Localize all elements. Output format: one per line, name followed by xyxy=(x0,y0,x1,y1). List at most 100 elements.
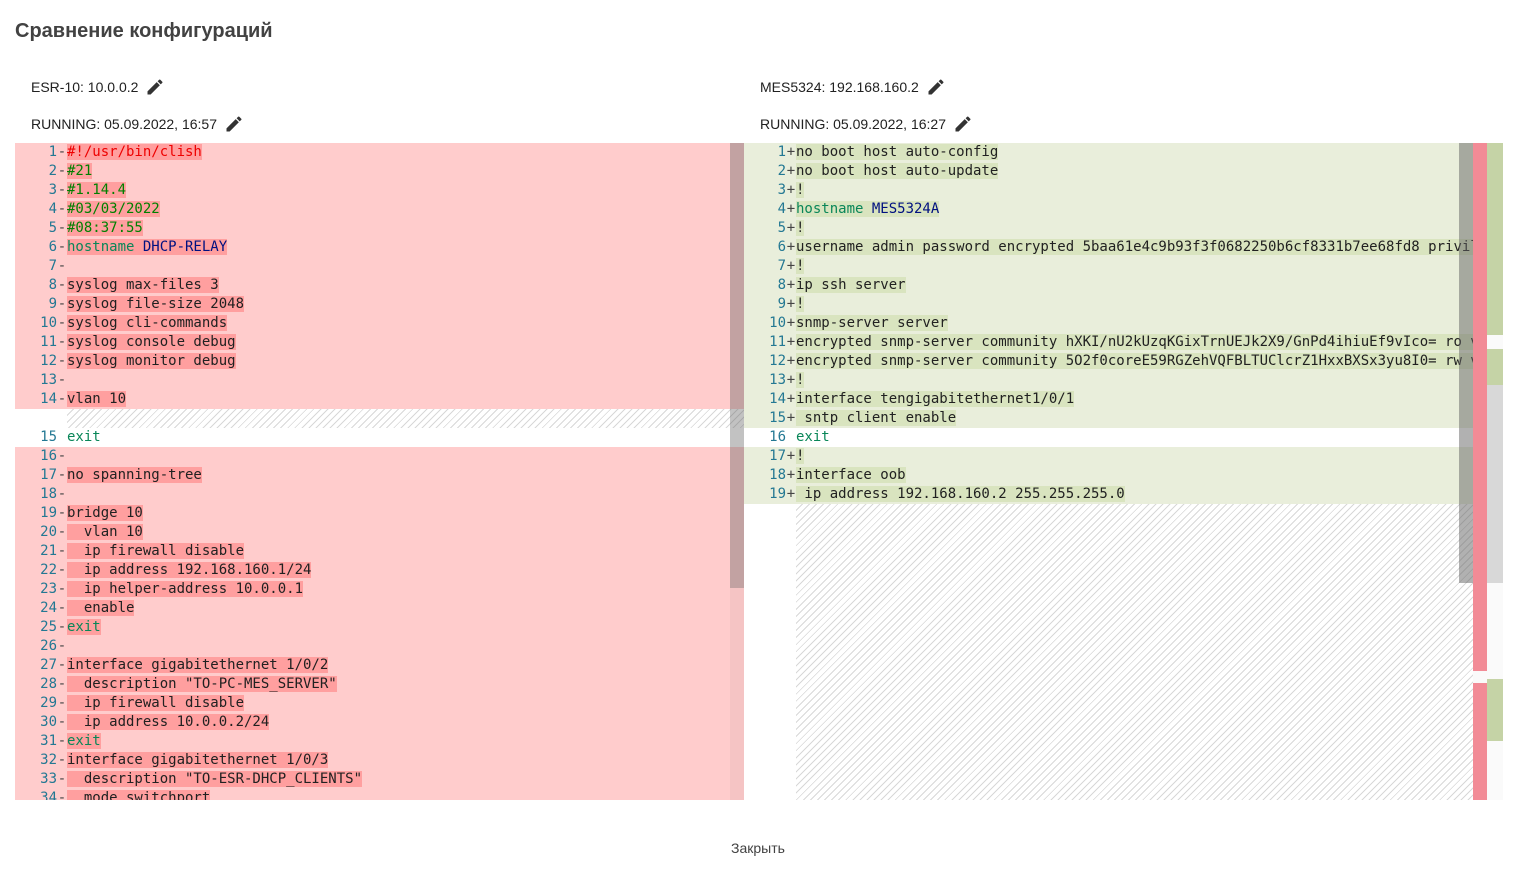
line-text: sntp client enable xyxy=(796,410,957,426)
diff-marker: - xyxy=(57,524,67,540)
line-content: ! xyxy=(796,181,1503,200)
diff-marker: + xyxy=(786,277,796,293)
edit-left-config-button[interactable] xyxy=(223,113,245,135)
line-text: ! xyxy=(796,220,805,236)
keyword-token: hostname xyxy=(67,239,143,255)
line-number: 9 xyxy=(777,296,786,312)
line-content: interface tengigabitethernet1/0/1 xyxy=(796,390,1503,409)
line-number: 11 xyxy=(40,334,57,350)
line-content: ! xyxy=(796,257,1503,276)
line-content: ! xyxy=(796,447,1503,466)
edit-right-config-button[interactable] xyxy=(952,113,974,135)
line-text: enable xyxy=(67,600,135,616)
line-gutter: 6- xyxy=(15,238,67,257)
line-number: 29 xyxy=(40,695,57,711)
diff-marker: - xyxy=(57,657,67,673)
left-scrollbar[interactable] xyxy=(730,143,744,588)
edit-right-device-button[interactable] xyxy=(925,76,947,98)
diff-marker: - xyxy=(57,372,67,388)
left-device: ESR-10: 10.0.0.2 xyxy=(31,75,166,99)
diff-marker: - xyxy=(57,163,67,179)
code-line: 18- xyxy=(15,485,744,504)
line-content: username admin password encrypted 5baa61… xyxy=(796,238,1503,257)
line-text: syslog max-files 3 xyxy=(67,277,219,293)
code-line: 10+snmp-server server xyxy=(744,314,1503,333)
line-gutter: 19- xyxy=(15,504,67,523)
line-content: syslog max-files 3 xyxy=(67,276,744,295)
line-content: ip ssh server xyxy=(796,276,1503,295)
line-text: description "TO-ESR-DHCP_CLIENTS" xyxy=(67,771,363,787)
diff-marker: - xyxy=(57,505,67,521)
code-line: 26- xyxy=(15,637,744,656)
line-content xyxy=(67,409,744,428)
line-text: ip address 10.0.0.2/24 xyxy=(67,714,270,730)
line-content: syslog monitor debug xyxy=(67,352,744,371)
left-overview-ruler xyxy=(730,143,744,800)
line-number: 6 xyxy=(777,239,786,255)
line-gutter: 4+ xyxy=(744,200,796,219)
code-line: 13- xyxy=(15,371,744,390)
keyword-token: hostname xyxy=(796,201,872,217)
right-config-label: RUNNING: 05.09.2022, 16:27 xyxy=(760,116,946,132)
diff-marker: - xyxy=(57,676,67,692)
line-content: encrypted snmp-server community 5O2f0cor… xyxy=(796,352,1503,371)
line-number: 14 xyxy=(40,391,57,407)
diff-marker: - xyxy=(57,714,67,730)
diff-marker: - xyxy=(57,619,67,635)
line-content: ! xyxy=(796,371,1503,390)
pencil-icon xyxy=(955,116,971,132)
dialog-title: Сравнение конфигураций xyxy=(15,20,273,42)
diff-marker: - xyxy=(57,467,67,483)
line-number: 28 xyxy=(40,676,57,692)
close-button[interactable]: Закрыть xyxy=(720,834,796,862)
code-line: 6+username admin password encrypted 5baa… xyxy=(744,238,1503,257)
line-text: username admin password encrypted 5baa61… xyxy=(796,239,1479,255)
line-text: vlan 10 xyxy=(67,391,127,407)
diff-marker: + xyxy=(786,353,796,369)
line-content xyxy=(67,637,744,656)
diff-marker: + xyxy=(786,163,796,179)
line-content: hostname DHCP-RELAY xyxy=(67,238,744,257)
right-scrollbar[interactable] xyxy=(1459,143,1473,583)
line-text: ! xyxy=(796,258,805,274)
code-line xyxy=(15,409,744,428)
line-text: exit xyxy=(796,429,830,445)
code-line: 32-interface gigabitethernet 1/0/3 xyxy=(15,751,744,770)
code-line: 27-interface gigabitethernet 1/0/2 xyxy=(15,656,744,675)
line-content: #08:37:55 xyxy=(67,219,744,238)
line-gutter: 11+ xyxy=(744,333,796,352)
line-gutter: 6+ xyxy=(744,238,796,257)
right-device: MES5324: 192.168.160.2 xyxy=(760,75,947,99)
line-number: 15 xyxy=(769,410,786,426)
line-gutter: 15 xyxy=(15,428,67,447)
code-line: 8+ip ssh server xyxy=(744,276,1503,295)
line-content: interface gigabitethernet 1/0/3 xyxy=(67,751,744,770)
code-line: 30- ip address 10.0.0.2/24 xyxy=(15,713,744,732)
code-line: 13+! xyxy=(744,371,1503,390)
line-content: hostname MES5324A xyxy=(796,200,1503,219)
line-content: description "TO-ESR-DHCP_CLIENTS" xyxy=(67,770,744,789)
code-line: 7- xyxy=(15,257,744,276)
line-gutter: 5- xyxy=(15,219,67,238)
line-content: snmp-server server xyxy=(796,314,1503,333)
edit-left-device-button[interactable] xyxy=(144,76,166,98)
line-gutter: 12- xyxy=(15,352,67,371)
line-content: ! xyxy=(796,219,1503,238)
code-line: 31-exit xyxy=(15,732,744,751)
diff-marker: - xyxy=(57,695,67,711)
diff-marker: - xyxy=(57,600,67,616)
line-gutter: 27- xyxy=(15,656,67,675)
line-gutter: 5+ xyxy=(744,219,796,238)
line-number: 33 xyxy=(40,771,57,787)
line-gutter: 16 xyxy=(744,428,796,447)
line-content: no boot host auto-update xyxy=(796,162,1503,181)
code-line: 14-vlan 10 xyxy=(15,390,744,409)
line-text: vlan 10 xyxy=(67,524,143,540)
line-number: 1 xyxy=(777,144,786,160)
line-content: vlan 10 xyxy=(67,390,744,409)
diff-marker: - xyxy=(57,315,67,331)
line-text: ip address 192.168.160.1/24 xyxy=(67,562,312,578)
line-gutter: 7+ xyxy=(744,257,796,276)
